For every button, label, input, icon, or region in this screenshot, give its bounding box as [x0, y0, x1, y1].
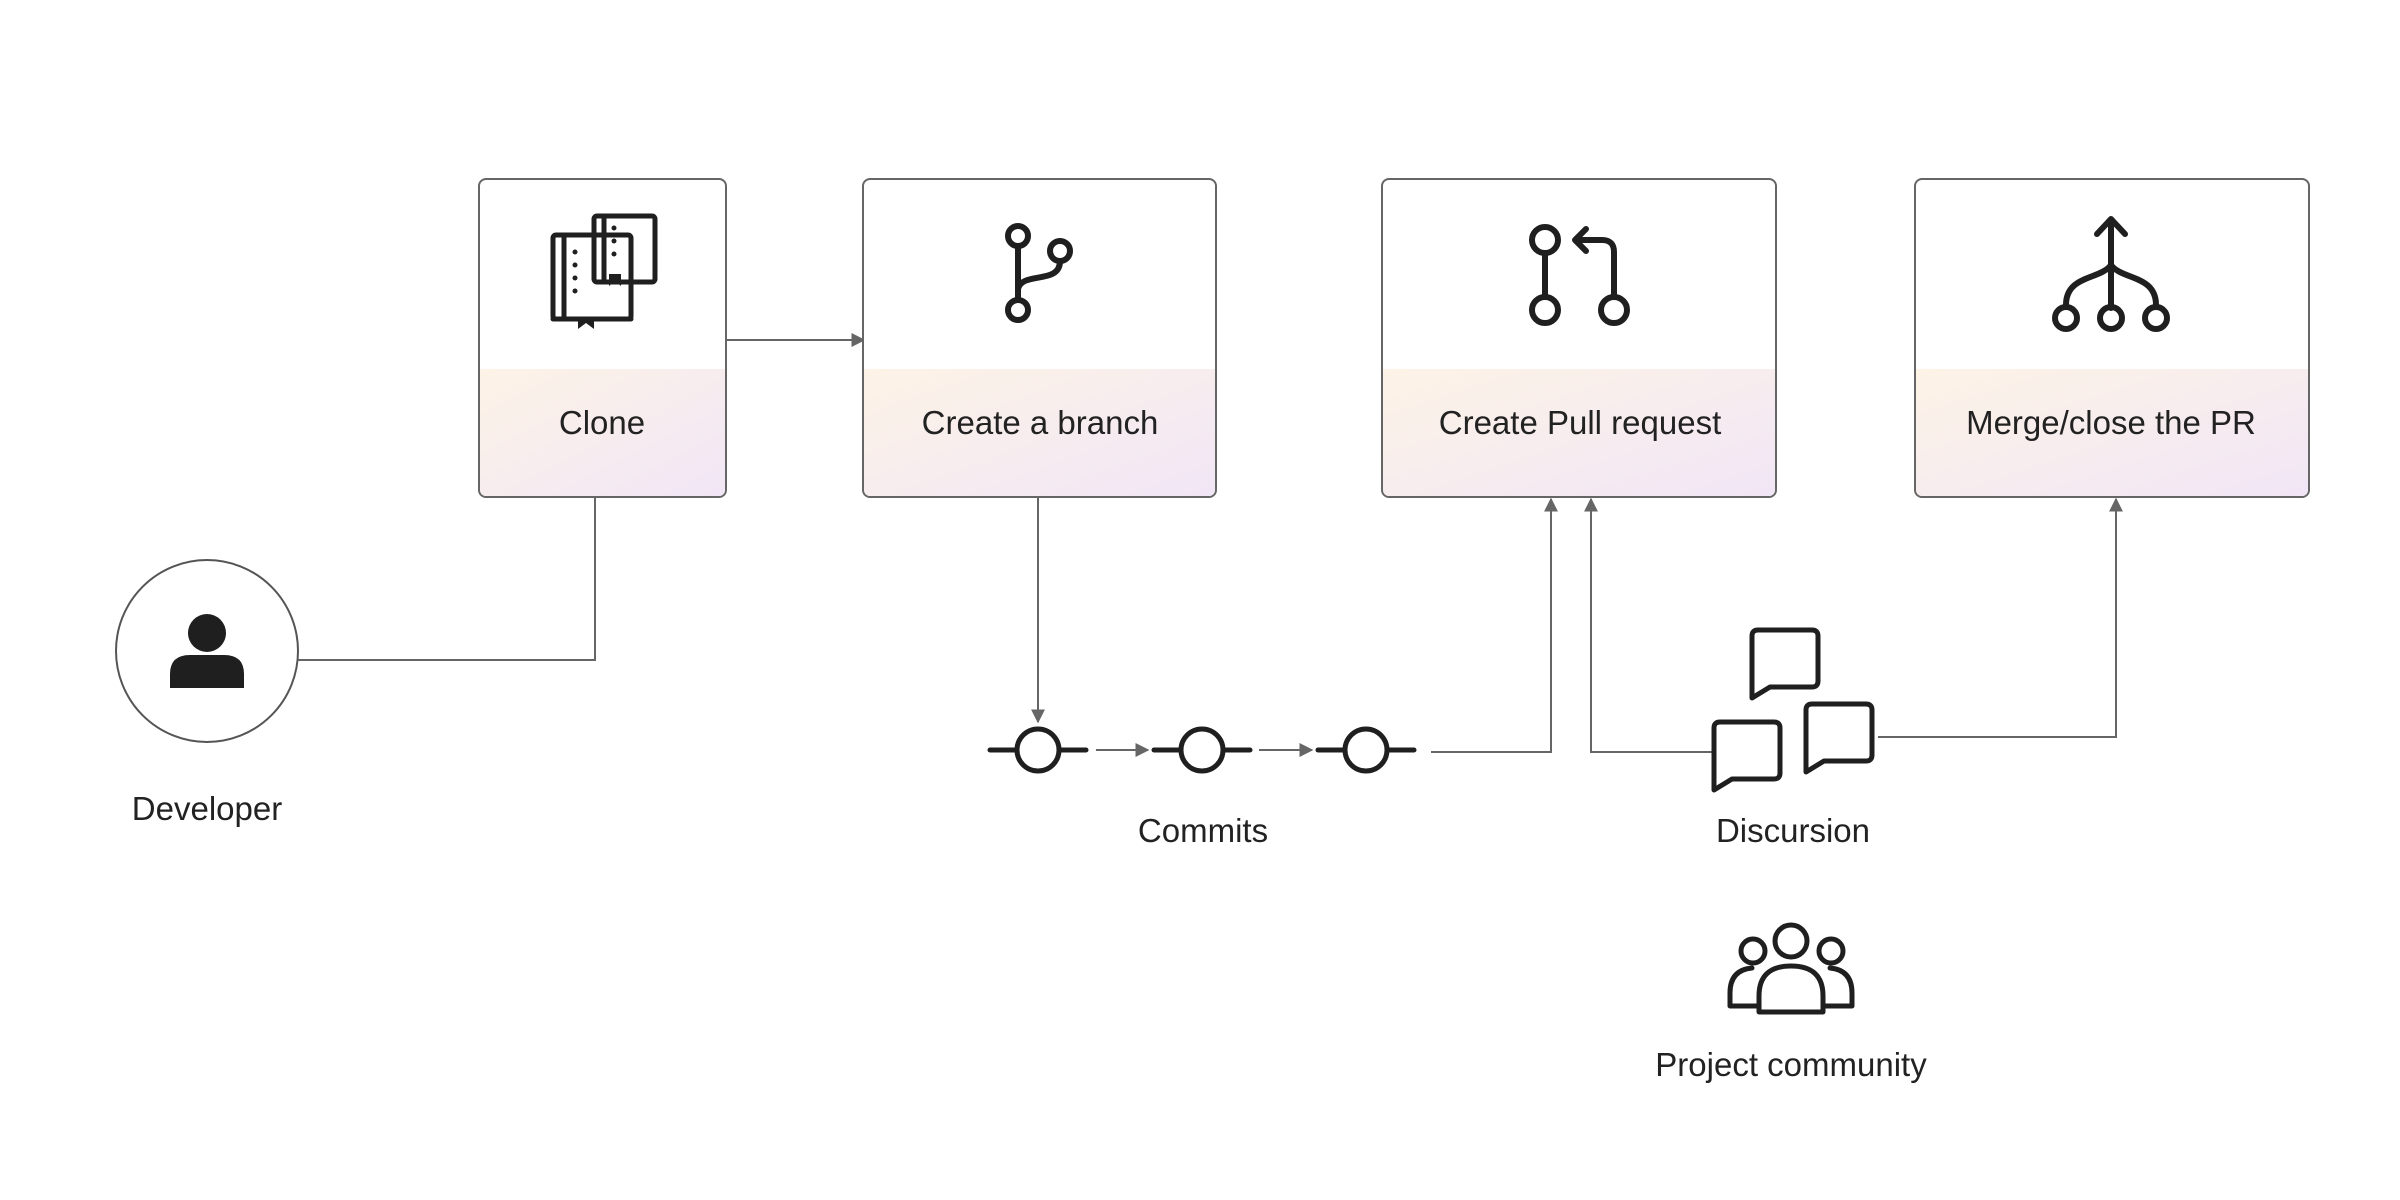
actor-discussion: Discursion	[1711, 627, 1875, 849]
step-label-background	[480, 369, 725, 496]
connector-commits-to-pull-request	[1431, 497, 1558, 753]
connectors	[298, 333, 2123, 757]
books-icon	[550, 213, 658, 329]
step-clone: Clone	[478, 178, 727, 498]
connector-discussion-to-merge	[1878, 497, 2123, 738]
step-label: Create Pull request	[1439, 404, 1721, 441]
step-label-background	[864, 369, 1215, 496]
step-label-background	[1916, 369, 2308, 496]
user-icon	[170, 614, 244, 688]
git-commit-icon	[1315, 726, 1417, 774]
git-merge-icon	[2052, 216, 2170, 332]
step-label: Clone	[559, 404, 645, 441]
connector-developer-to-clone	[298, 497, 596, 661]
step-label: Create a branch	[922, 404, 1159, 441]
step-create-branch: Create a branch	[862, 178, 1217, 498]
step-merge-close-pr: Merge/close the PR	[1914, 178, 2310, 498]
step-create-pull-request: Create Pull request	[1381, 178, 1777, 498]
discussion-label: Discursion	[1716, 812, 1870, 849]
actor-developer: Developer	[115, 559, 299, 827]
actor-commits: Commits	[987, 726, 1417, 849]
people-group-icon	[1727, 922, 1855, 1015]
connector-discussion-to-pull-request	[1584, 497, 1712, 753]
chat-bubbles-icon	[1711, 627, 1875, 793]
git-commit-icon	[987, 726, 1089, 774]
commits-label: Commits	[1138, 812, 1268, 849]
git-pull-request-icon	[1529, 224, 1630, 326]
community-label: Project community	[1655, 1046, 1927, 1083]
step-label-background	[1383, 369, 1775, 496]
actor-community: Project community	[1655, 922, 1927, 1083]
git-commit-icon	[1151, 726, 1253, 774]
developer-label: Developer	[132, 790, 282, 827]
step-label: Merge/close the PR	[1966, 404, 2256, 441]
git-branch-icon	[1005, 223, 1073, 323]
